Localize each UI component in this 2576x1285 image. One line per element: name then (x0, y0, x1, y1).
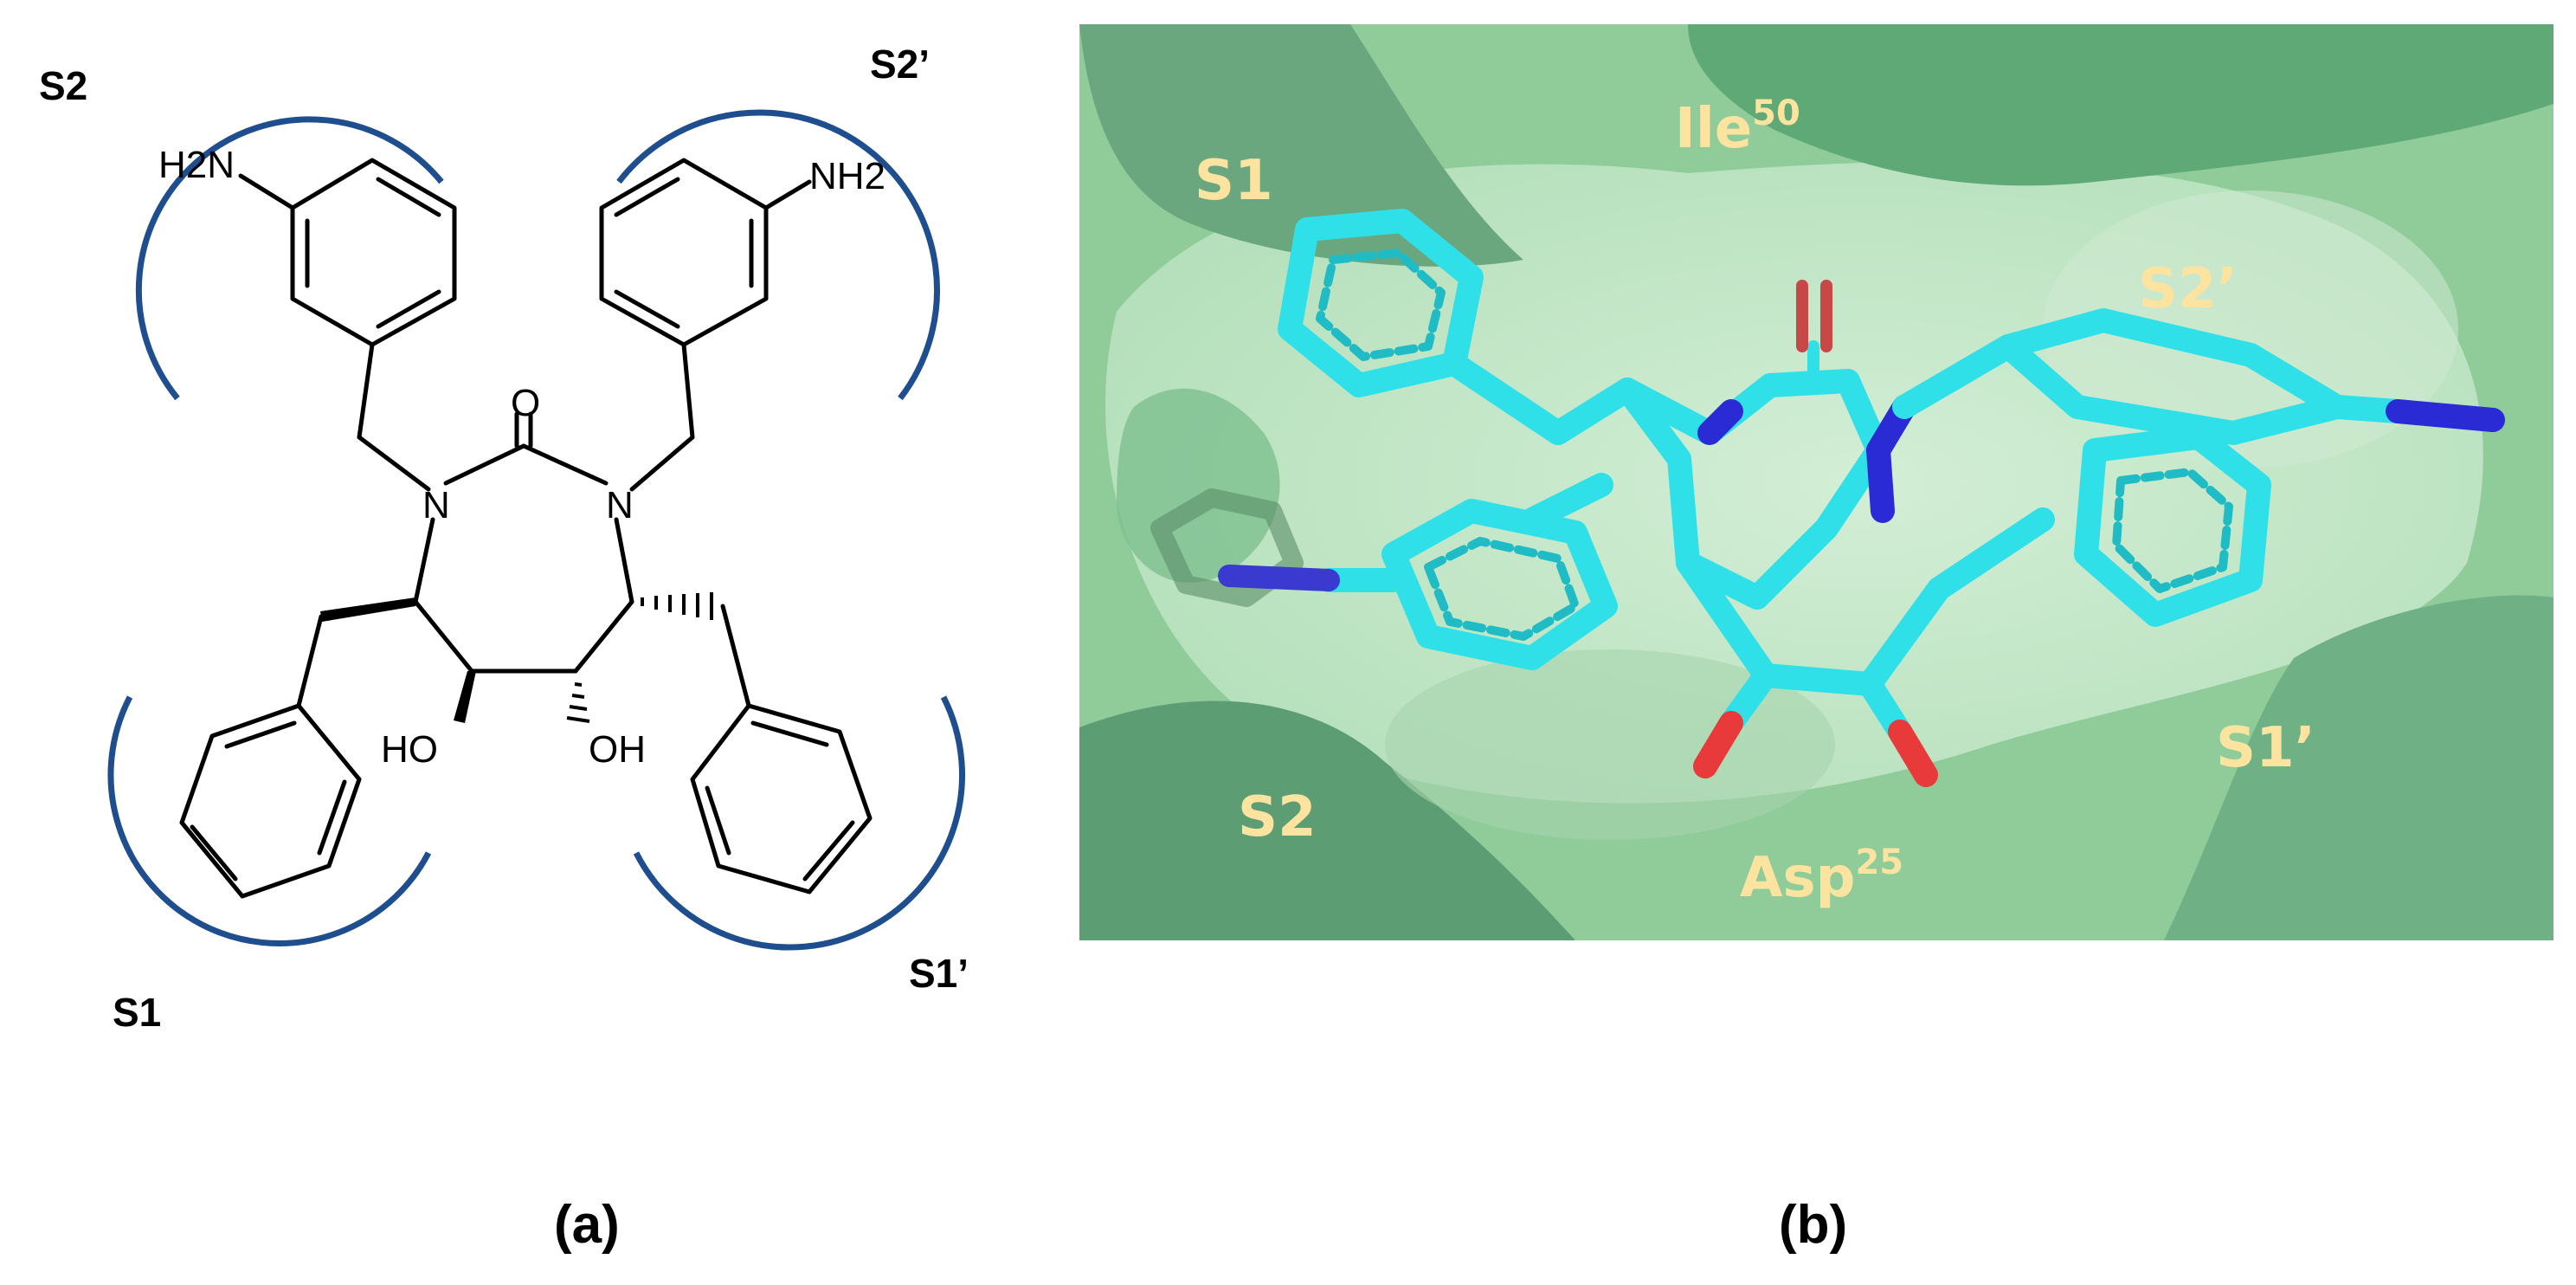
pocket-label-b-s1: S1 (1195, 149, 1273, 213)
atom-label-nh2-left: H2N (158, 144, 235, 186)
pocket-label-s2-prime: S2’ (870, 42, 930, 87)
pocket-arc-s1 (107, 695, 432, 947)
pocket-label-b-ile-base: Ile (1675, 97, 1752, 161)
atom-label-n-left: N (422, 484, 450, 526)
panel-caption-b: (b) (1779, 1195, 1847, 1255)
pocket-label-b-s2-prime: S2’ (2138, 257, 2238, 321)
atom-label-o-carbonyl: O (511, 382, 540, 424)
pocket-label-s1-prime: S1’ (909, 951, 969, 996)
atom-label-oh-left: HO (381, 728, 438, 771)
pocket-label-s1: S1 (113, 990, 161, 1035)
atom-labels: H2N NH2 N N O HO OH (158, 144, 886, 771)
pocket-label-b-ile-sup: 50 (1752, 94, 1800, 133)
pocket-arc-s1-prime (633, 695, 966, 951)
ligand-sticks (1150, 209, 2505, 787)
pocket-label-b-asp-base: Asp (1740, 846, 1855, 910)
atom-label-n-right: N (606, 484, 634, 526)
panel-caption-a: (a) (554, 1195, 620, 1255)
pocket-arc-s2-prime (616, 109, 940, 401)
panel-a-structure-diagram: H2N NH2 N N O HO OH S2 S2’ S1 S1’ (a) (39, 42, 969, 1255)
pocket-arc-s2 (135, 116, 444, 401)
pocket-arcs (107, 109, 966, 951)
pocket-label-b-ile: Ile50 (1675, 94, 1800, 161)
pocket-label-s2: S2 (39, 63, 87, 108)
pocket-label-b-asp-sup: 25 (1855, 843, 1903, 882)
atom-label-nh2-right: NH2 (809, 155, 886, 197)
pocket-label-b-s1-prime: S1’ (2216, 716, 2315, 780)
pocket-label-b-s2: S2 (1238, 785, 1317, 849)
panel-b-binding-pocket-render: S1 Ile50 S2’ S2 S1’ Asp25 (b) (1079, 24, 2553, 1255)
atom-label-oh-right: OH (589, 728, 646, 771)
pocket-label-b-asp: Asp25 (1740, 843, 1903, 910)
molecule-bonds (179, 158, 873, 899)
